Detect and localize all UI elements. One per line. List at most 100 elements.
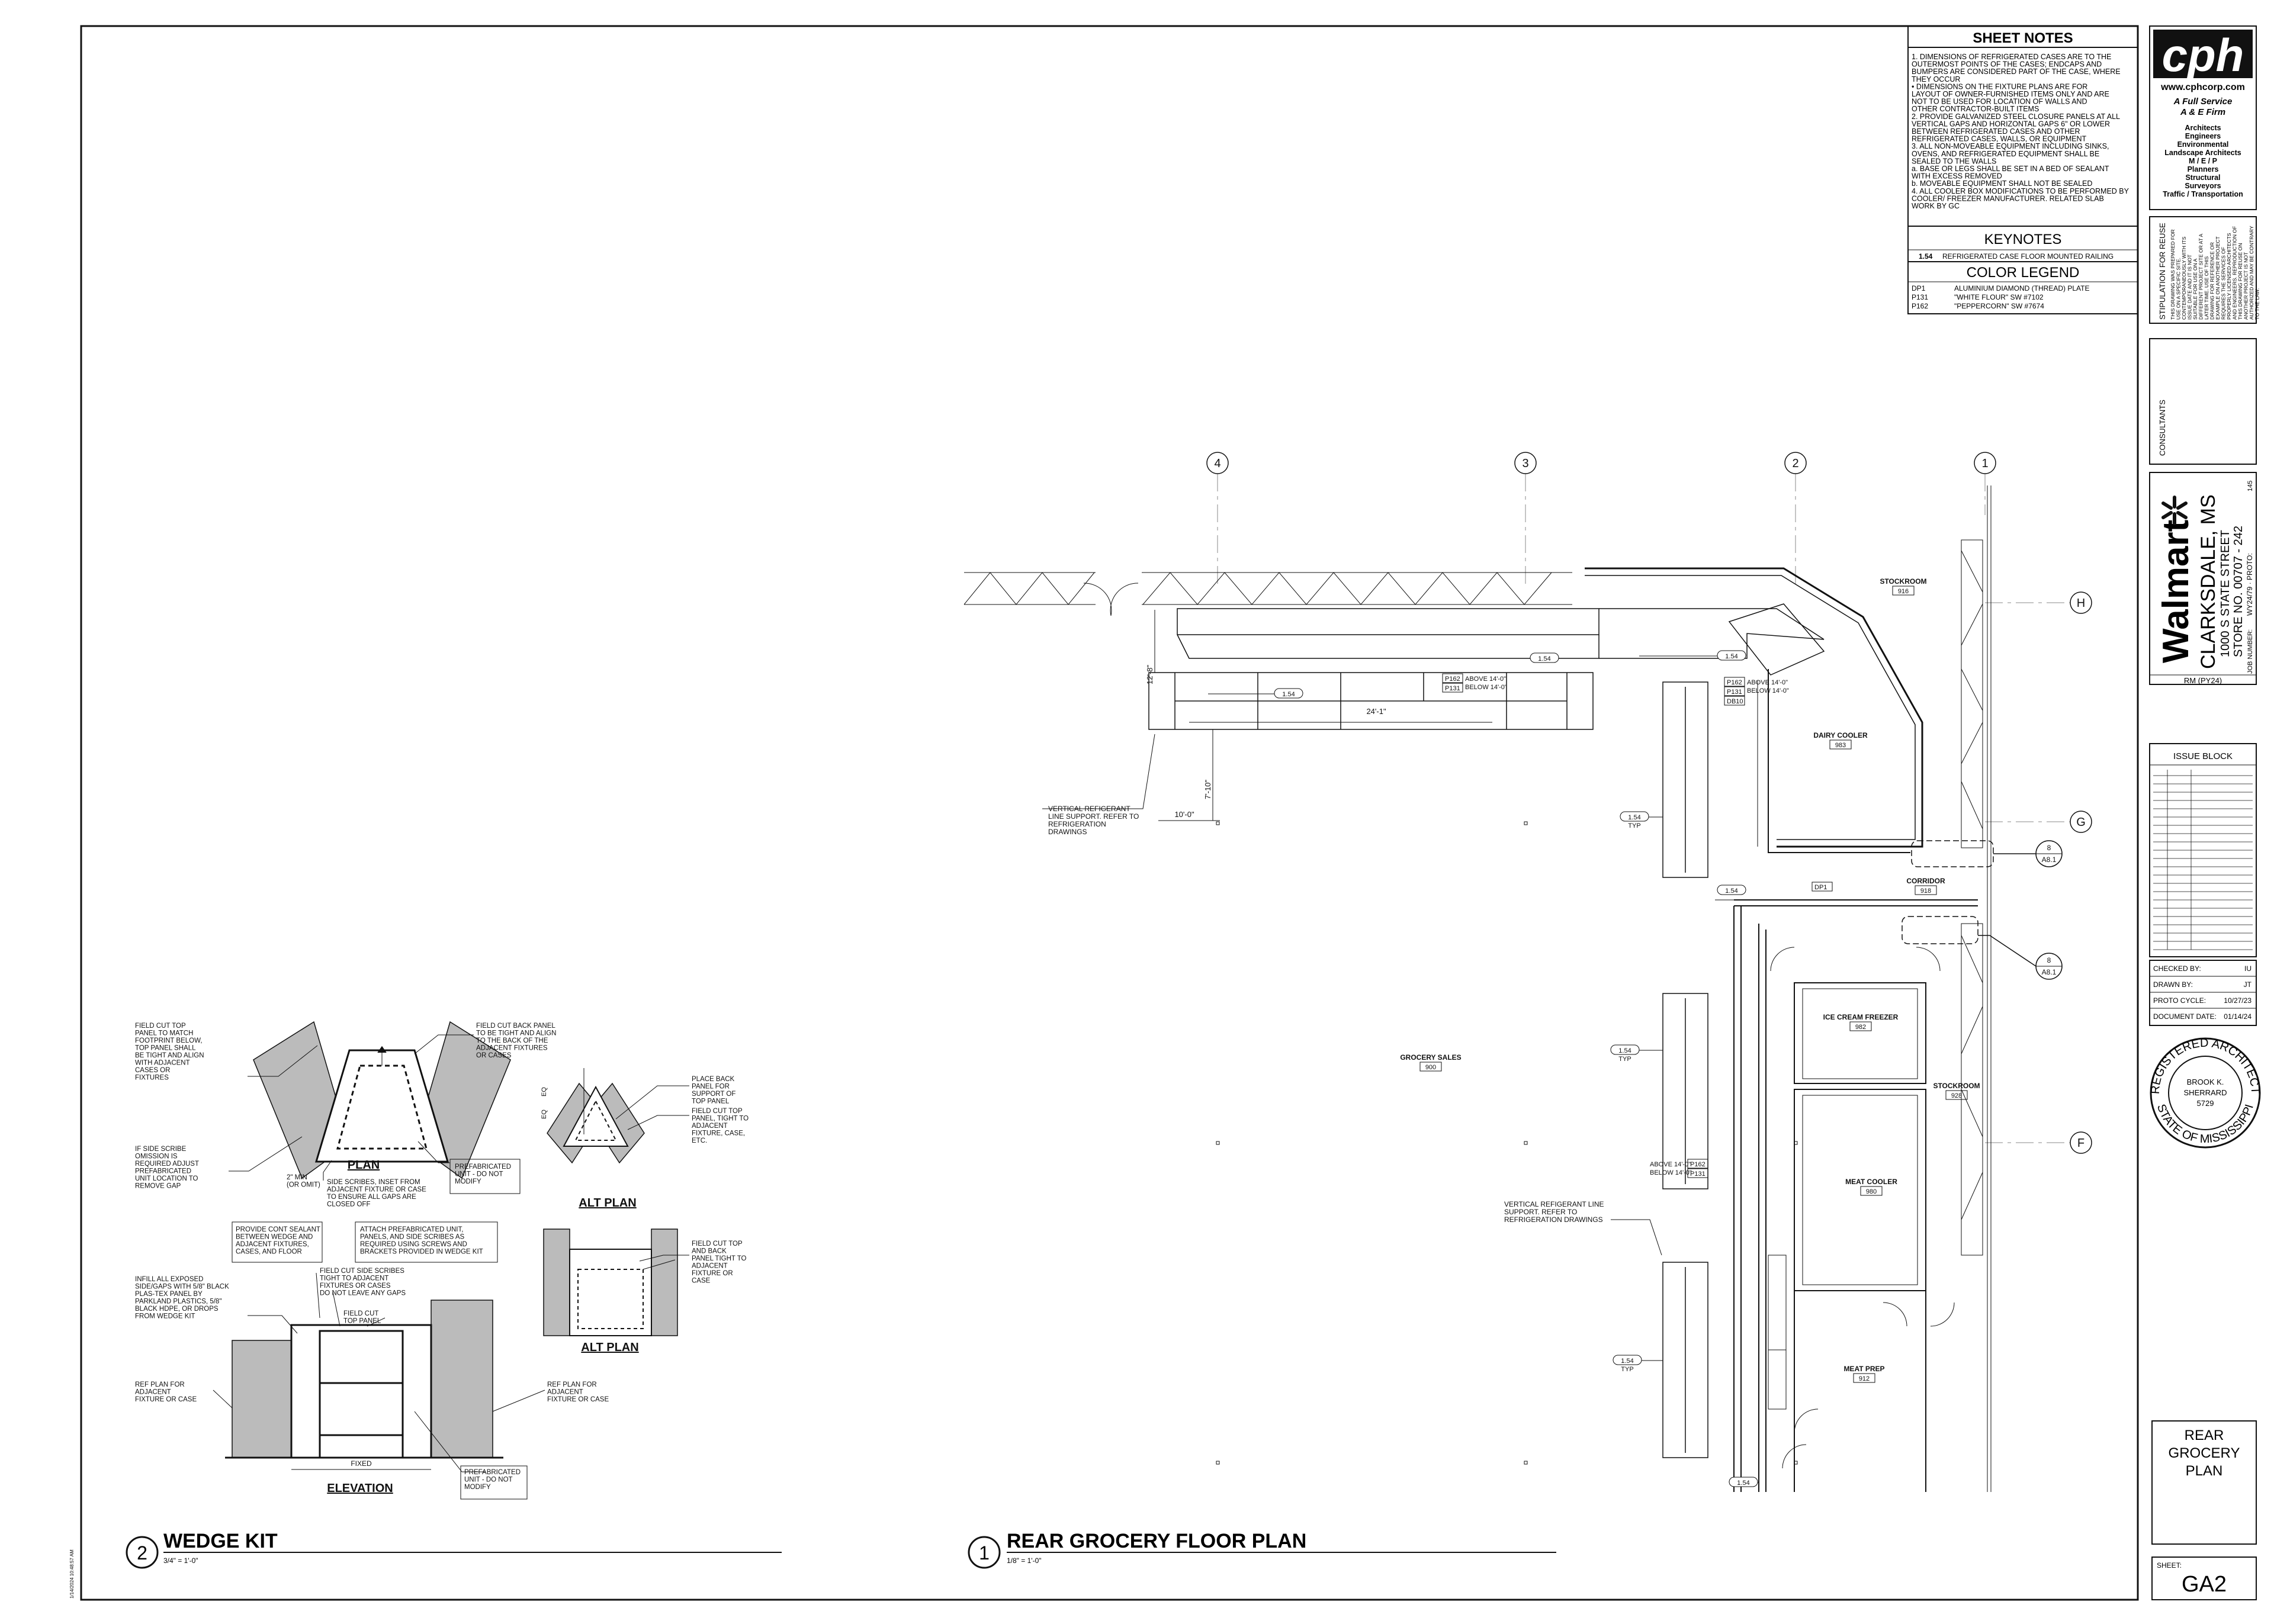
sheet-number-block: SHEET: GA2 [2151, 1557, 2257, 1600]
sheet-note-line: REFRIGERATED CASES, WALLS, OR EQUIPMENT [1912, 135, 2087, 143]
document-date-label: DOCUMENT DATE: [2153, 1012, 2217, 1021]
sealant-note-box [232, 1221, 323, 1263]
room-number: 982 [1855, 1024, 1866, 1031]
keynote-tag-box [1530, 652, 1559, 663]
room-number: 980 [1866, 1188, 1877, 1195]
keynote-code: 1.54 [1919, 252, 1933, 261]
keynotes-panel: KEYNOTES 1.54 REFRIGERATED CASE FLOOR MO… [1907, 226, 2138, 262]
wedge-note-line: UNIT - DO NOT [464, 1477, 513, 1484]
dimension-lines [1042, 610, 1662, 1256]
sheet-notes-panel: SHEET NOTES 1. DIMENSIONS OF REFRIGERATE… [1907, 25, 2138, 227]
sheet-note-line: b. MOVEABLE EQUIPMENT SHALL NOT BE SEALE… [1912, 179, 2092, 188]
finish-tag: P131 [1445, 685, 1460, 692]
firm-service: Landscape Architects [2164, 149, 2241, 157]
plan-title-number: 1 [979, 1542, 990, 1564]
sheet-number: GA2 [2182, 1572, 2227, 1597]
stipulation-line: DIFFERENT PROJECT SITE OR AT A [2198, 233, 2204, 320]
wedge-note-line: AND BACK [692, 1248, 727, 1255]
sheet-note-line: OUTERMOST POINTS OF THE CASES; ENDCAPS A… [1912, 60, 2102, 69]
info-rows: CHECKED BY: IU DRAWN BY: JT PROTO CYCLE:… [2149, 960, 2257, 1026]
finish-tag-box [1724, 696, 1745, 706]
room-name: MEAT COOLER [1845, 1178, 1897, 1186]
grid-bubble-H: H [2070, 591, 2092, 614]
firm-service: Traffic / Transportation [2163, 190, 2243, 198]
finish-tag-box [1687, 1168, 1708, 1178]
plan-title: REAR GROCERY FLOOR PLAN [1007, 1530, 1306, 1552]
wedge-note-line: PROVIDE CONT SEALANT [236, 1226, 320, 1233]
room-number-box [1853, 1373, 1875, 1383]
wedge-note-line: UNIT LOCATION TO [135, 1175, 198, 1182]
firm-tagline-1: A Full Service [2173, 97, 2233, 107]
floor-plan: 4 3 2 1 H G F [963, 452, 2092, 1492]
svg-text:2: 2 [1792, 457, 1798, 470]
wedge-note-line: OMISSION IS [135, 1153, 178, 1160]
refrigerant-note-line: SUPPORT. REFER TO [1504, 1208, 1577, 1216]
color-legend-panel: COLOR LEGEND DP1 ALUMINIUM DIAMOND (THRE… [1907, 261, 2138, 314]
grid-bubble-3: 3 [1514, 452, 1537, 474]
firm-block: cph www.cphcorp.com A Full Service A & E… [2149, 25, 2257, 210]
wedge-note-line: PLAS-TEX PANEL BY [135, 1291, 203, 1298]
room-number: 983 [1835, 742, 1846, 749]
wedge-note-line: OR CASES [476, 1052, 512, 1059]
wedge-note-line: FIELD CUT TOP [692, 1108, 743, 1115]
wedge-alt-plan-label-1: ALT PLAN [579, 1197, 636, 1210]
keynote-tag-box [1620, 811, 1649, 822]
sheet-border [80, 25, 2139, 1601]
finish-tag-note: ABOVE 14'-0" [1747, 679, 1788, 686]
sheet-note-line: 3. ALL NON-MOVEABLE EQUIPMENT INCLUDING … [1912, 142, 2109, 150]
wedge-note-line: FIELD CUT TOP [135, 1022, 186, 1030]
sheet-title-line-1: REAR [2185, 1427, 2224, 1443]
wedge-note-line: FIXTURES [135, 1075, 169, 1082]
finish-tag-box [1687, 1159, 1708, 1169]
wedge-note-line: ADJACENT FIXTURE OR CASE [327, 1186, 426, 1194]
wedge-note-line: TO THE BACK OF THE [476, 1037, 548, 1044]
stipulation-line: SUITABLE FOR USE ON A [2192, 258, 2198, 320]
checked-by-label: CHECKED BY: [2153, 964, 2201, 973]
sheet-note-line: WORK BY GC [1912, 202, 1960, 210]
keynote-text: REFRIGERATED CASE FLOOR MOUNTED RAILING [1942, 252, 2114, 261]
detail-callout-box-1 [1911, 840, 1994, 867]
finish-tag-note: BELOW 14'-0" [1650, 1169, 1692, 1176]
wedge-note-line: REF PLAN FOR [547, 1381, 597, 1388]
sheet-notes-title: SHEET NOTES [1973, 30, 2073, 46]
wedge-note-line: CASES OR [135, 1067, 170, 1074]
svg-text:1: 1 [1981, 457, 1988, 470]
job-number-label: JOB NUMBER: [2247, 629, 2254, 674]
room-name: STOCKROOM [1933, 1082, 1980, 1090]
sheet-note-line: LAYOUT OF OWNER-FURNISHED ITEMS ONLY AND… [1912, 90, 2109, 98]
finish-tag: P162 [1445, 676, 1460, 683]
seal-name-1: BROOK K. [2187, 1078, 2224, 1086]
wedge-note-line: FIELD CUT BACK PANEL [476, 1022, 555, 1030]
room-number-box [1860, 1186, 1883, 1196]
architect-seal: REGISTERED ARCHITECT STATE OF MISSISSIPP… [2149, 1037, 2262, 1149]
room-number: 916 [1898, 588, 1909, 595]
prefab-note-box-2 [460, 1465, 528, 1500]
wedge-note-line: REF PLAN FOR [135, 1381, 185, 1388]
legend-text-3: "PEPPERCORN" SW #7674 [1954, 302, 2044, 310]
wedge-note-line: WITH ADJACENT [135, 1060, 190, 1067]
sheet-note-line: a. BASE OR LEGS SHALL BE SET IN A BED OF… [1912, 165, 2109, 173]
wedge-note-line: TOP PANEL SHALL [135, 1045, 196, 1052]
wedge-note-line: ADJACENT [692, 1123, 728, 1130]
finish-tag: P131 [1727, 689, 1742, 696]
keynote-tag: 1.54 [1725, 653, 1737, 660]
stipulation-line: TO THE LAW. [2254, 288, 2260, 320]
stipulation-line: THIS DRAWING FOR REUSE ON [2237, 243, 2243, 320]
plot-stamp: 1/14/2024 10:48:57 AM [69, 1549, 75, 1599]
wedge-note-line: ADJACENT [547, 1389, 583, 1396]
wedge-note-line: PANEL TO MATCH [135, 1030, 193, 1037]
refrigerant-note-line: REFRIGERATION DRAWINGS [1504, 1215, 1603, 1224]
wedge-note-line: ATTACH PREFABRICATED UNIT, [360, 1226, 463, 1233]
wedge-note-line: BLACK HDPE, OR DROPS [135, 1305, 219, 1313]
dim-7-10: 7'-10" [1203, 779, 1212, 799]
finish-tag-note: ABOVE 14'-0" [1650, 1161, 1691, 1168]
wedge-note-line: FIXTURE OR [692, 1270, 733, 1277]
sheet-note-line: BETWEEN REFRIGERATED CASES AND OTHER [1912, 127, 2080, 136]
keynote-tag: 1.54 [1725, 887, 1737, 895]
stipulation-line: THIS DRAWING WAS PREPARED FOR [2170, 229, 2176, 320]
prefab-note-box-1 [449, 1159, 521, 1194]
keynote-tag: 1.54 [1628, 814, 1640, 821]
finish-tag-box [1442, 673, 1463, 683]
refrigerant-note-line: DRAWINGS [1048, 828, 1087, 836]
